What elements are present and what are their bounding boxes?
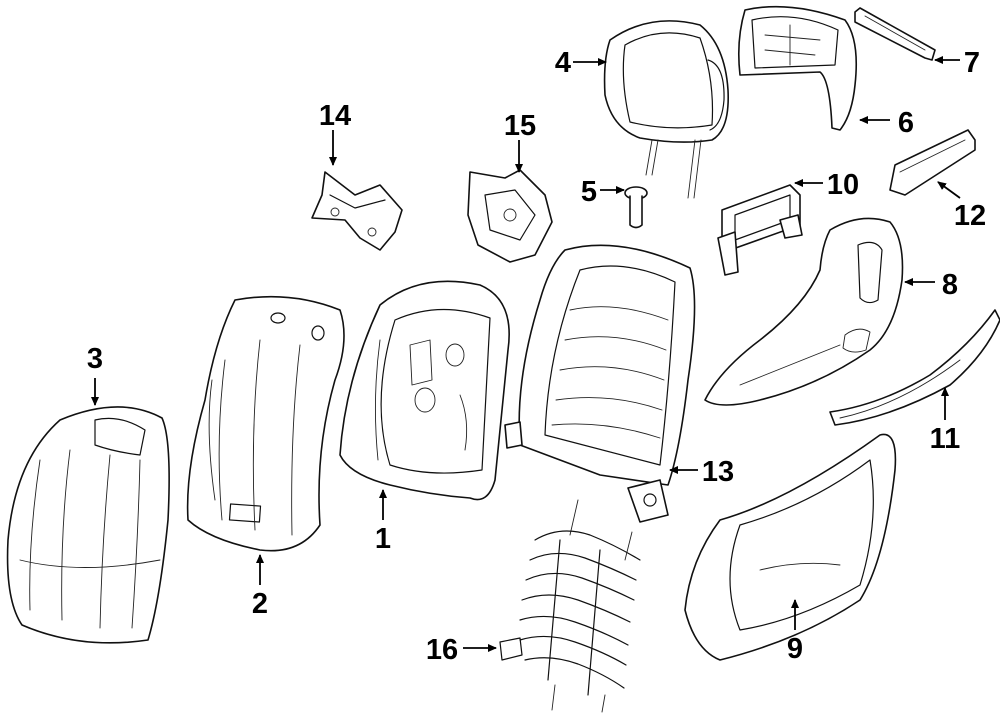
leader-lines [91, 56, 961, 652]
callout-10: 10 [827, 169, 859, 201]
callout-16: 16 [426, 634, 458, 666]
callout-3: 3 [87, 343, 103, 375]
callout-5: 5 [581, 176, 597, 208]
callout-7: 7 [964, 47, 980, 79]
part-1-seat-back-foam[interactable] [339, 280, 510, 501]
callout-11: 11 [930, 423, 961, 455]
callout-1: 1 [375, 523, 391, 555]
callout-labels: 1 2 3 4 5 6 7 8 9 10 11 12 13 14 15 16 [87, 47, 986, 666]
part-3-seat-back-cover[interactable] [6, 406, 170, 644]
callout-4: 4 [555, 47, 571, 79]
part-8-side-bolster[interactable] [704, 217, 904, 406]
callout-9: 9 [787, 633, 803, 665]
callout-6: 6 [898, 107, 914, 139]
part-4-headrest[interactable] [603, 20, 729, 199]
callout-14: 14 [319, 100, 351, 132]
part-12-trim-piece[interactable] [889, 129, 976, 196]
part-15-recliner-mechanism[interactable] [467, 169, 553, 263]
part-14-bracket[interactable] [311, 171, 403, 251]
part-13-seat-back-frame[interactable] [504, 244, 696, 523]
part-7-trim-strip[interactable] [854, 7, 936, 61]
part-9-side-panel[interactable] [684, 433, 897, 661]
callout-13: 13 [702, 456, 734, 488]
callout-15: 15 [504, 110, 536, 142]
part-2-seat-back-pad[interactable] [186, 295, 345, 552]
part-6-rear-panel[interactable] [737, 5, 858, 131]
callout-12: 12 [954, 200, 986, 232]
part-10-bracket[interactable] [717, 184, 803, 276]
part-16-spring-mat[interactable] [499, 499, 641, 713]
callout-2: 2 [252, 588, 268, 620]
part-5-headrest-guide[interactable] [624, 186, 648, 229]
callout-8: 8 [942, 269, 958, 301]
